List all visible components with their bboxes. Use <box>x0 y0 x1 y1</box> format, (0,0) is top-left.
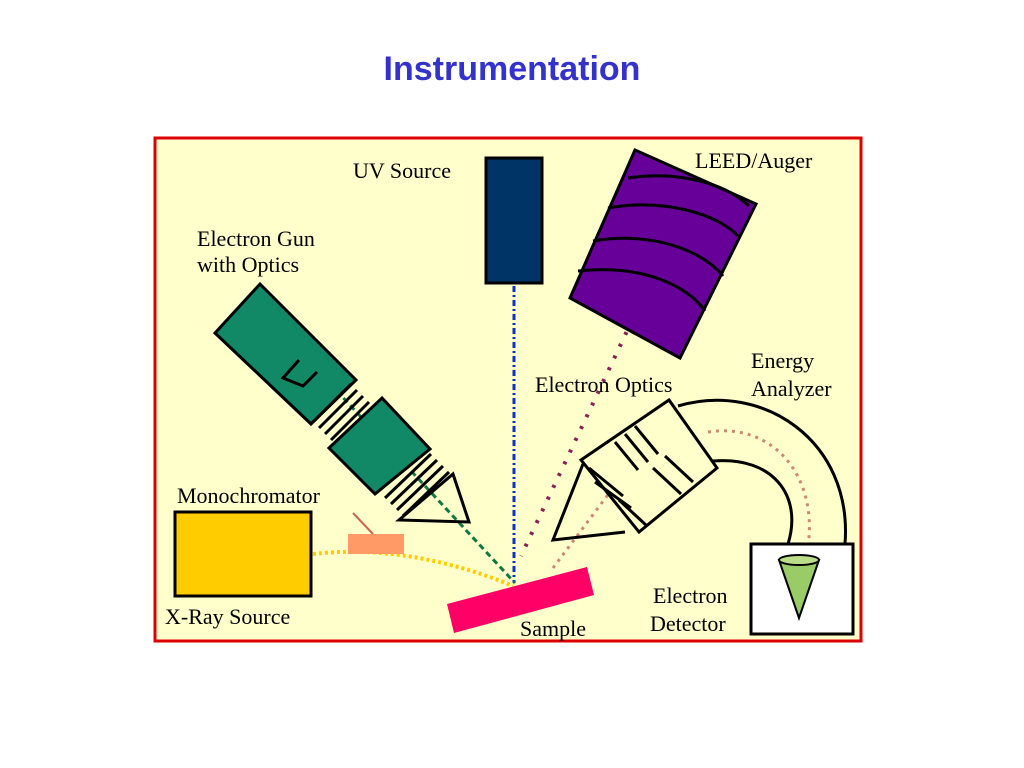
monochromator <box>348 534 404 554</box>
leed-auger-screen <box>568 148 759 361</box>
electron-optics <box>550 397 720 542</box>
electron-gun-label-line1: Electron Gun <box>197 226 315 251</box>
electron-detector-label-line2: Detector <box>650 611 726 636</box>
leed-auger-label: LEED/Auger <box>695 148 813 173</box>
energy-analyzer-label-line1: Energy <box>751 348 814 373</box>
energy-analyzer-inner <box>712 459 794 545</box>
electron-detector <box>749 542 855 636</box>
analyzer-arc-path <box>707 429 811 547</box>
slide-title: Instrumentation <box>383 50 641 88</box>
xray-source <box>173 510 313 598</box>
uv-source-label: UV Source <box>353 158 451 183</box>
electron-gun-label-line2: with Optics <box>197 252 299 277</box>
monochromator-pointer <box>352 512 374 535</box>
sample-label: Sample <box>520 616 586 641</box>
energy-analyzer-outer <box>677 398 847 545</box>
filament-icon <box>280 359 319 388</box>
electron-detector-label-line1: Electron <box>653 583 728 608</box>
uv-source <box>484 156 544 285</box>
xray-beam <box>312 549 514 588</box>
instrumentation-diagram: UV Source LEED/Auger Electron Gun with O… <box>153 136 863 643</box>
sample <box>447 567 594 633</box>
electron-gun-beam <box>321 374 517 585</box>
electron-gun <box>212 281 472 524</box>
xray-source-label: X-Ray Source <box>165 604 290 629</box>
energy-analyzer-label-line2: Analyzer <box>751 376 832 401</box>
monochromator-label: Monochromator <box>177 483 321 508</box>
electron-optics-label: Electron Optics <box>535 372 672 397</box>
